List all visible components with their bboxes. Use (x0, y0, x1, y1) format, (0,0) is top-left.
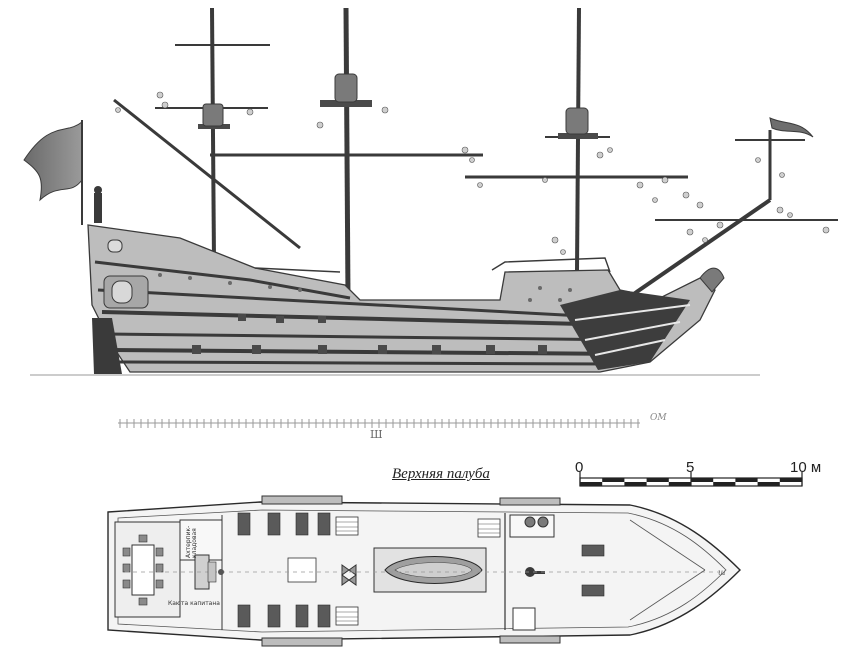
deck-inner-line (117, 509, 727, 633)
scale-segment (580, 482, 603, 486)
scale-label-10: 10 м (790, 459, 822, 476)
stern-flag (23, 120, 83, 202)
fore-hatch (512, 607, 536, 631)
stern-window (111, 280, 133, 304)
scale-segment (779, 478, 802, 482)
scale-segment (668, 482, 691, 486)
figurehead (699, 267, 725, 293)
hatches (287, 516, 501, 626)
frame-mark-side: ОМ (650, 413, 667, 423)
fore-channel-bottom (499, 635, 561, 644)
frame-mark-plan: ш (718, 568, 726, 577)
mizzen-mast (210, 7, 216, 263)
main-channel-top (261, 495, 343, 505)
frame-tick-marks (119, 419, 639, 428)
quarter-window (107, 239, 123, 253)
main-mast (343, 7, 351, 299)
scale-segment (735, 478, 758, 482)
scale-segment (602, 478, 625, 482)
fore-channel-top (499, 497, 561, 506)
cabin-chairs (122, 534, 164, 606)
side-elevation (23, 7, 838, 376)
rigging-blocks (115, 91, 830, 255)
scale-segment (646, 478, 669, 482)
deck-guns (237, 512, 605, 628)
fore-top (558, 133, 598, 139)
capstan (341, 564, 357, 586)
main-top (320, 100, 372, 107)
rudder (92, 318, 122, 374)
cabin-table (131, 544, 155, 596)
quarterdeck-rail (254, 267, 341, 273)
scale-bar (579, 472, 803, 487)
scale-segment (757, 482, 780, 486)
scale-segment (691, 478, 714, 482)
main-top-basket (334, 73, 358, 103)
ladder-rungs (336, 521, 500, 622)
main-channel-bottom (261, 637, 343, 647)
crew-figure (94, 193, 102, 223)
scale-segment (624, 482, 647, 486)
upper-gunports (238, 314, 326, 323)
bow-pennant (769, 117, 814, 138)
lower-gunports (192, 345, 547, 354)
lateen-yard (113, 98, 301, 250)
plan-label-upper-left: Ахтерпик-кладовая (185, 525, 198, 558)
section-mark: Ш (370, 428, 383, 441)
mizzen-top-basket (202, 103, 224, 127)
deck-plan (107, 495, 741, 647)
bow-lines (574, 304, 691, 356)
bowsprit (623, 198, 772, 302)
forecastle-rail (491, 257, 611, 273)
aft-store (179, 519, 223, 561)
scale-segment (713, 482, 736, 486)
fore-top-basket (565, 107, 589, 135)
hull-fittings (158, 273, 572, 302)
mizzen-step (218, 569, 224, 575)
deck-title: Верхняя палуба (392, 466, 490, 482)
plan-label-lower-left: Каюта капитана (168, 600, 220, 607)
scale-label-5: 5 (686, 459, 695, 476)
scale-label-0: 0 (575, 459, 584, 476)
